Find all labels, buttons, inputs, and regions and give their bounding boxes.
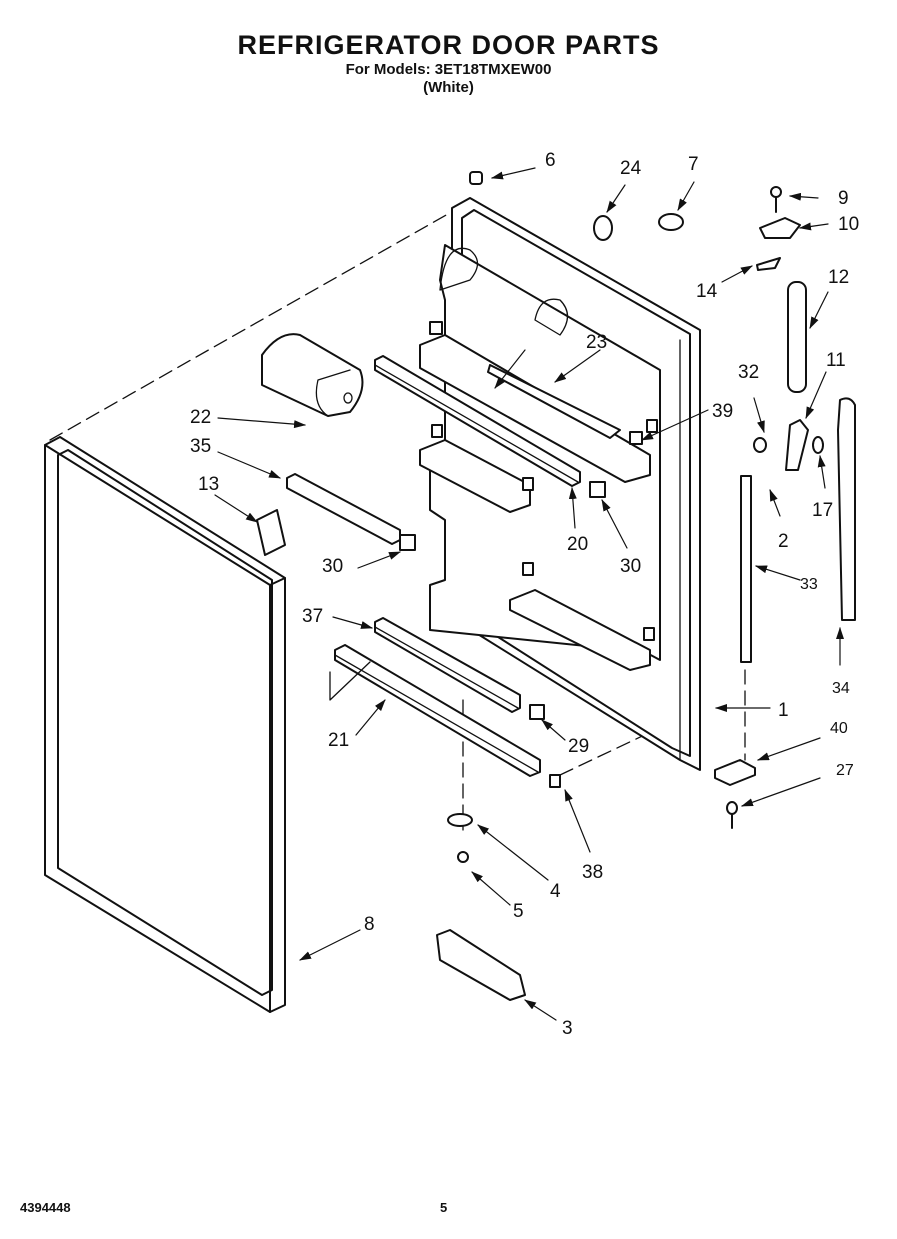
door-gasket xyxy=(44,436,286,1013)
callout-labels: 6 24 7 9 10 14 12 11 32 39 23 17 2 33 34… xyxy=(190,150,859,1039)
callout-24: 24 xyxy=(620,158,642,179)
callout-14: 14 xyxy=(696,281,718,302)
callout-27: 27 xyxy=(836,762,854,779)
callout-6: 6 xyxy=(545,150,556,171)
callout-32: 32 xyxy=(738,362,759,383)
callout-20: 20 xyxy=(567,534,588,555)
callout-34: 34 xyxy=(832,680,850,697)
callout-29: 29 xyxy=(568,736,589,757)
model-line: For Models: 3ET18TMXEW00 xyxy=(345,61,552,78)
callout-12: 12 xyxy=(828,267,849,288)
page-title: REFRIGERATOR DOOR PARTS xyxy=(237,30,660,60)
callout-37: 37 xyxy=(302,606,323,627)
page-number: 5 xyxy=(440,1200,448,1215)
callout-4: 4 xyxy=(550,881,561,902)
callout-1: 1 xyxy=(778,700,789,721)
callout-22: 22 xyxy=(190,407,211,428)
callout-33: 33 xyxy=(800,576,818,593)
callout-30-left: 30 xyxy=(322,556,343,577)
callout-11: 11 xyxy=(826,350,846,371)
callout-38: 38 xyxy=(582,862,603,883)
callout-2: 2 xyxy=(778,531,789,552)
callout-13: 13 xyxy=(198,474,219,495)
callout-35: 35 xyxy=(190,436,211,457)
callout-40: 40 xyxy=(830,720,848,737)
callout-9: 9 xyxy=(838,188,849,209)
callout-17: 17 xyxy=(812,500,833,521)
shelf-bars xyxy=(286,355,581,777)
alignment-lines xyxy=(49,209,746,831)
callout-10: 10 xyxy=(838,214,859,235)
small-parts xyxy=(256,171,856,1001)
callout-7: 7 xyxy=(688,154,699,175)
callout-3: 3 xyxy=(562,1018,573,1039)
callout-21: 21 xyxy=(328,730,349,751)
leader-lines xyxy=(214,167,844,1021)
callout-39: 39 xyxy=(712,401,733,422)
callout-5: 5 xyxy=(513,901,524,922)
callout-23: 23 xyxy=(586,332,607,353)
document-number: 4394448 xyxy=(20,1200,71,1215)
callout-30-right: 30 xyxy=(620,556,641,577)
color-line: (White) xyxy=(423,79,474,96)
callout-8: 8 xyxy=(364,914,375,935)
door-liner xyxy=(419,197,701,771)
